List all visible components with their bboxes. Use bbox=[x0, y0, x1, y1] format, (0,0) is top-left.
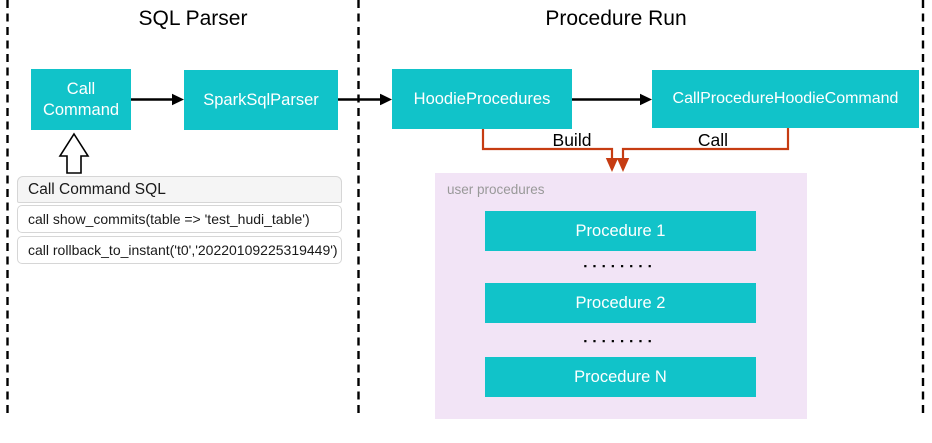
user-procedures-label: user procedures bbox=[447, 182, 545, 197]
call-arrowhead bbox=[616, 158, 630, 172]
hollow-up-arrow bbox=[58, 132, 90, 174]
sql-table-row-show-commits: call show_commits(table => 'test_hudi_ta… bbox=[17, 205, 342, 233]
arrowhead-sparksqlparser-to-hoodieprocedures bbox=[380, 93, 392, 106]
sql-table-row-rollback: call rollback_to_instant('t0','202201092… bbox=[17, 236, 342, 264]
node-procedure-n: Procedure N bbox=[485, 357, 756, 397]
call-command-sql-table: Call Command SQL call show_commits(table… bbox=[17, 176, 342, 267]
arrowhead-hoodieprocedures-to-callprocedure bbox=[640, 93, 652, 106]
procedures-ellipsis-1: ▪▪▪▪▪▪▪▪ bbox=[583, 261, 658, 271]
user-procedures-panel: user procedures Procedure 1 ▪▪▪▪▪▪▪▪ Pro… bbox=[435, 173, 807, 419]
node-procedure-1: Procedure 1 bbox=[485, 211, 756, 251]
node-procedure-2: Procedure 2 bbox=[485, 283, 756, 323]
procedures-ellipsis-2: ▪▪▪▪▪▪▪▪ bbox=[583, 336, 658, 346]
arrowhead-callcommand-to-sparksqlparser bbox=[172, 93, 184, 106]
node-hoodie-procedures: HoodieProcedures bbox=[392, 69, 572, 129]
section-title-sql-parser: SQL Parser bbox=[138, 7, 248, 30]
sql-table-header: Call Command SQL bbox=[17, 176, 342, 203]
edge-label-call: Call bbox=[697, 130, 729, 150]
edge-label-build: Build bbox=[552, 130, 592, 150]
build-arrowhead bbox=[605, 158, 619, 172]
node-spark-sql-parser: SparkSqlParser bbox=[184, 70, 338, 130]
node-call-procedure-hoodie-command: CallProcedureHoodieCommand bbox=[652, 70, 919, 128]
node-call-command: Call Command bbox=[31, 69, 131, 130]
section-title-procedure-run: Procedure Run bbox=[545, 7, 687, 30]
